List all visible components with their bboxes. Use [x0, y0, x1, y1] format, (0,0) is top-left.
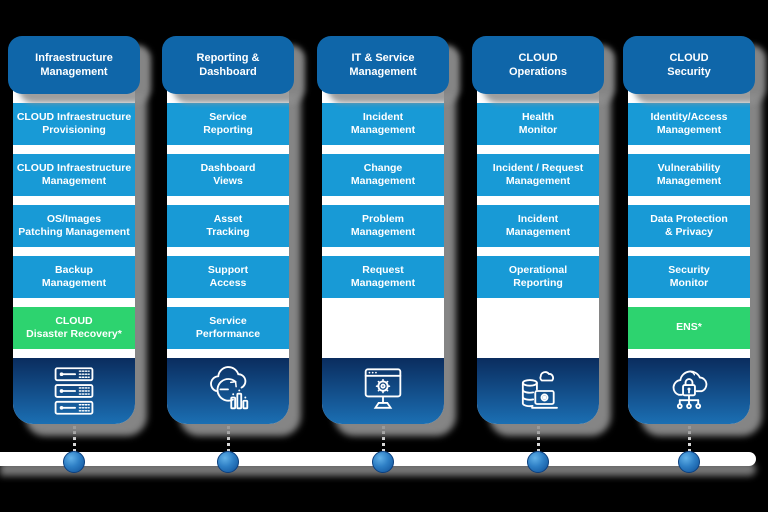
service-item: Data Protection & Privacy	[628, 205, 750, 247]
column-footer	[322, 358, 444, 424]
service-item: Service Reporting	[167, 103, 289, 145]
column-header: CLOUD Security	[623, 36, 755, 94]
service-item: Security Monitor	[628, 256, 750, 298]
service-item: Health Monitor	[477, 103, 599, 145]
service-item: Change Management	[322, 154, 444, 196]
service-item: Incident Management	[322, 103, 444, 145]
column-header: CLOUD Operations	[472, 36, 604, 94]
column-header: Reporting & Dashboard	[162, 36, 294, 94]
service-item: CLOUD Disaster Recovery*	[13, 307, 135, 349]
service-item-empty	[477, 307, 599, 349]
timeline-connector	[537, 426, 540, 452]
service-item: Identity/Access Management	[628, 103, 750, 145]
service-item: Incident Management	[477, 205, 599, 247]
database-laptop-cloud-icon	[521, 371, 558, 409]
column-footer	[477, 358, 599, 424]
column-body: Identity/Access Management Vulnerability…	[628, 84, 750, 424]
timeline-connector	[73, 426, 76, 452]
column-body: Incident Management Change Management Pr…	[322, 84, 444, 424]
column-cloud-operations: CLOUD Operations Health Monitor Incident…	[472, 36, 604, 424]
column-footer	[13, 358, 135, 424]
service-item: Service Performance	[167, 307, 289, 349]
service-item: OS/Images Patching Management	[13, 205, 135, 247]
column-footer	[167, 358, 289, 424]
timeline-dot	[217, 451, 239, 473]
monitor-gear-icon	[364, 368, 402, 409]
timeline-dot	[678, 451, 700, 473]
column-body: CLOUD Infraestructure Provisioning CLOUD…	[13, 84, 135, 424]
column-reporting-dashboard: Reporting & Dashboard Service Reporting …	[162, 36, 294, 424]
column-body: Health Monitor Incident / Request Manage…	[477, 84, 599, 424]
timeline-connector	[688, 426, 691, 452]
column-body: Service Reporting Dashboard Views Asset …	[167, 84, 289, 424]
service-item: Request Management	[322, 256, 444, 298]
cloud-report-icon	[210, 366, 249, 410]
timeline-dot	[527, 451, 549, 473]
service-item: CLOUD Infraestructure Provisioning	[13, 103, 135, 145]
column-header: Infraestructure Management	[8, 36, 140, 94]
service-item: Incident / Request Management	[477, 154, 599, 196]
service-item: CLOUD Infraestructure Management	[13, 154, 135, 196]
column-infrastructure-management: Infraestructure Management CLOUD Infraes…	[8, 36, 140, 424]
service-item-empty	[322, 307, 444, 349]
timeline-dot	[372, 451, 394, 473]
column-footer	[628, 358, 750, 424]
service-item: Operational Reporting	[477, 256, 599, 298]
service-item: Backup Management	[13, 256, 135, 298]
server-stack-icon	[54, 367, 94, 415]
service-item: Support Access	[167, 256, 289, 298]
timeline-connector	[382, 426, 385, 452]
cloud-lock-icon	[672, 370, 708, 410]
service-item: Dashboard Views	[167, 154, 289, 196]
column-it-service-management: IT & Service Management Incident Managem…	[317, 36, 449, 424]
service-item: Vulnerability Management	[628, 154, 750, 196]
column-cloud-security: CLOUD Security Identity/Access Managemen…	[623, 36, 755, 424]
timeline-dot	[63, 451, 85, 473]
column-header: IT & Service Management	[317, 36, 449, 94]
service-item: Asset Tracking	[167, 205, 289, 247]
service-item: ENS*	[628, 307, 750, 349]
service-item: Problem Management	[322, 205, 444, 247]
timeline-connector	[227, 426, 230, 452]
